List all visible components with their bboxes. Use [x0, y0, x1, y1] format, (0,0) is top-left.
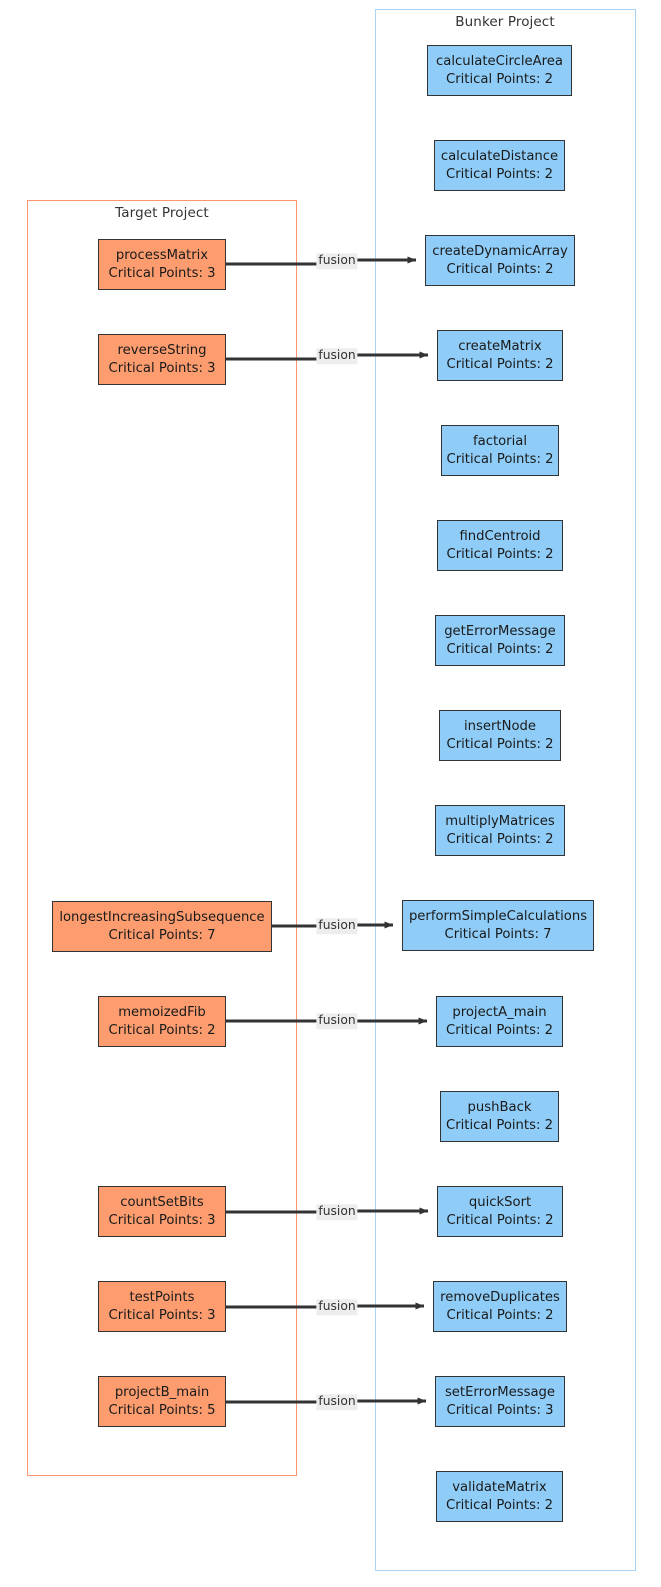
- node-label: performSimpleCalculations: [408, 909, 588, 925]
- node-label: getErrorMessage: [444, 624, 556, 640]
- node-critical-points: Critical Points: 2: [446, 1497, 553, 1513]
- node-critical-points: Critical Points: 7: [108, 927, 216, 943]
- edge-label-memoizedFib-to-projectA_main: fusion: [316, 1013, 358, 1029]
- node-label: factorial: [472, 434, 528, 450]
- node-label: createDynamicArray: [432, 244, 568, 260]
- node-label: reverseString: [117, 343, 207, 359]
- node-critical-points: Critical Points: 2: [446, 641, 554, 657]
- node-label: quickSort: [468, 1195, 532, 1211]
- node-critical-points: Critical Points: 3: [108, 1212, 216, 1228]
- edge-label-reverseString-to-createMatrix: fusion: [316, 348, 358, 364]
- node-critical-points: Critical Points: 2: [446, 451, 554, 467]
- node-label: countSetBits: [120, 1195, 204, 1211]
- node-label: pushBack: [467, 1100, 532, 1116]
- node-label: projectA_main: [452, 1005, 547, 1021]
- node-critical-points: Critical Points: 2: [446, 71, 553, 87]
- node-critical-points: Critical Points: 2: [446, 1022, 553, 1038]
- node-critical-points: Critical Points: 2: [446, 1307, 554, 1323]
- node-label: longestIncreasingSubsequence: [59, 910, 265, 926]
- node-label: findCentroid: [459, 529, 541, 545]
- node-critical-points: Critical Points: 2: [446, 356, 554, 372]
- node-label: removeDuplicates: [440, 1290, 560, 1306]
- subgraph-bunker: [375, 9, 636, 1571]
- node-critical-points: Critical Points: 3: [108, 360, 216, 376]
- node-critical-points: Critical Points: 3: [108, 1307, 216, 1323]
- node-label: setErrorMessage: [444, 1385, 556, 1401]
- edge-label-projectB_main-to-setErrorMessage: fusion: [316, 1394, 358, 1410]
- node-critical-points: Critical Points: 2: [108, 1022, 216, 1038]
- subgraph-target: [27, 200, 297, 1476]
- node-critical-points: Critical Points: 2: [446, 831, 554, 847]
- subgraph-title-bunker: Bunker Project: [455, 14, 555, 30]
- node-label: createMatrix: [458, 339, 542, 355]
- subgraph-title-target: Target Project: [115, 205, 209, 221]
- node-critical-points: Critical Points: 2: [446, 261, 554, 277]
- node-label: projectB_main: [114, 1385, 210, 1401]
- edge-label-processMatrix-to-createDynamicArray: fusion: [316, 253, 358, 269]
- node-label: calculateCircleArea: [435, 54, 563, 70]
- node-critical-points: Critical Points: 2: [446, 1212, 554, 1228]
- node-critical-points: Critical Points: 2: [446, 546, 554, 562]
- node-label: insertNode: [463, 719, 537, 735]
- node-label: memoizedFib: [118, 1005, 206, 1021]
- node-critical-points: Critical Points: 2: [446, 736, 554, 752]
- edge-label-testPoints-to-removeDuplicates: fusion: [316, 1299, 358, 1315]
- node-label: testPoints: [129, 1290, 195, 1306]
- node-label: multiplyMatrices: [445, 814, 555, 830]
- node-critical-points: Critical Points: 3: [108, 265, 216, 281]
- node-critical-points: Critical Points: 7: [444, 926, 552, 942]
- node-critical-points: Critical Points: 2: [446, 166, 553, 182]
- node-label: validateMatrix: [452, 1480, 547, 1496]
- edge-label-countSetBits-to-quickSort: fusion: [316, 1204, 358, 1220]
- node-critical-points: Critical Points: 3: [446, 1402, 554, 1418]
- node-critical-points: Critical Points: 2: [446, 1117, 553, 1133]
- node-label: processMatrix: [115, 248, 209, 264]
- node-critical-points: Critical Points: 5: [108, 1402, 216, 1418]
- node-label: calculateDistance: [440, 149, 559, 165]
- edge-label-longestIncreasingSubsequence-to-performSimpleCalculations: fusion: [316, 918, 358, 934]
